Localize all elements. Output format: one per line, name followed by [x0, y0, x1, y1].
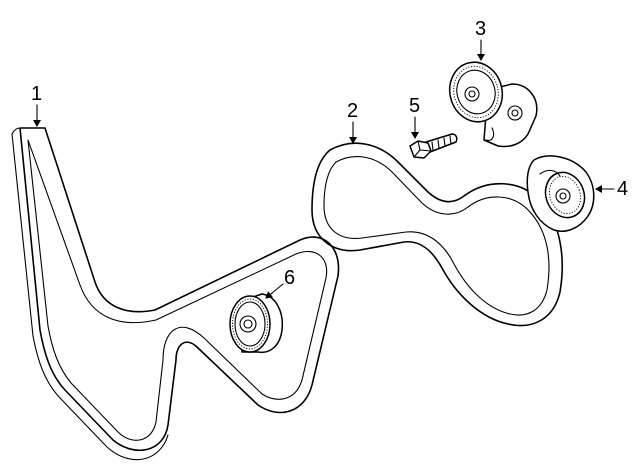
serpentine-belt-small	[311, 142, 563, 327]
callout-4: 4	[595, 178, 628, 200]
serpentine-belt-large	[11, 127, 340, 461]
callout-label-2: 2	[347, 100, 358, 122]
callout-label-3: 3	[475, 18, 486, 40]
callout-label-4: 4	[617, 178, 628, 200]
callout-1: 1	[31, 83, 42, 127]
callout-label-5: 5	[409, 95, 420, 117]
callout-5: 5	[409, 95, 420, 139]
idler-pulley	[229, 293, 284, 354]
belt-tensioner	[448, 61, 538, 148]
callout-2: 2	[347, 100, 358, 144]
callout-6: 6	[265, 267, 295, 299]
leader-arrow-6	[265, 283, 284, 299]
callout-label-1: 1	[31, 83, 42, 105]
callout-3: 3	[475, 18, 486, 61]
tensioner-pulley	[526, 155, 595, 232]
callout-label-6: 6	[284, 267, 295, 289]
tensioner-bolt	[409, 133, 458, 159]
